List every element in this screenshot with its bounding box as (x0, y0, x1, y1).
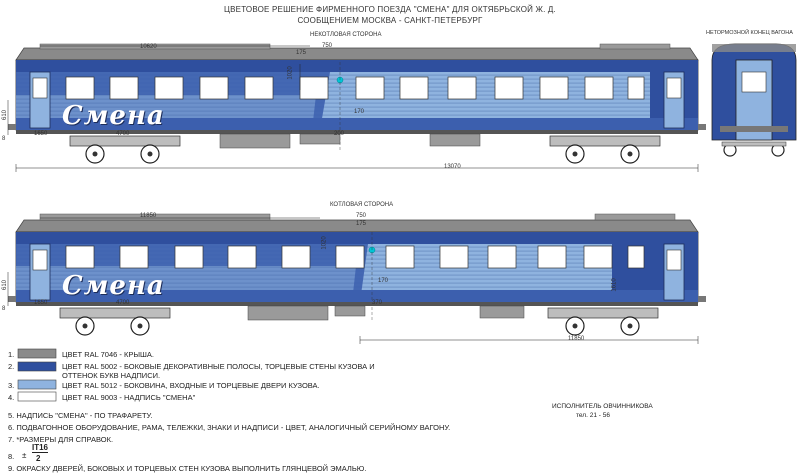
car-2-dim-1650: 1650 (34, 300, 48, 306)
car-2-dim-4700: 4700 (116, 300, 130, 306)
car-2 (7, 213, 706, 344)
legend-text-3: ЦВЕТ RAL 5012 - БОКОВИНА, ВХОДНЫЕ И ТОРЦ… (62, 381, 320, 390)
car-1-dim-1020: 1020 (287, 66, 294, 80)
car-1-dim-200: 200 (334, 131, 345, 137)
legend-swatch-2 (17, 361, 57, 372)
end-view-title: НЕТОРМОЗНОЙ КОНЕЦ ВАГОНА (706, 30, 793, 36)
car-1-windows (65, 76, 645, 100)
tolerance-denominator: 2 (36, 454, 41, 463)
car-1-dim-170: 170 (354, 109, 365, 115)
car-2-dim-total: 11850 (568, 336, 585, 342)
car-2-dim-1610: 1610 (611, 278, 618, 292)
car-2-dim-170: 170 (378, 278, 389, 284)
legend-num-3: 3. (8, 381, 15, 390)
legend-swatches (17, 348, 57, 402)
car-1-logo: Смена (62, 101, 165, 131)
legend-text-2: ЦВЕТ RAL 5002 - БОКОВЫЕ ДЕКОРАТИВНЫЕ ПОЛ… (62, 362, 375, 371)
car-1-dim-1650: 1650 (34, 131, 48, 137)
legend-swatch-4 (17, 391, 57, 402)
car-2-dim-610: 610 (2, 279, 9, 291)
tolerance-pm: ± (22, 451, 27, 460)
legend-text-1: ЦВЕТ RAL 7046 - КРЫША. (62, 350, 154, 359)
car-1-dim-4700: 4700 (116, 131, 130, 137)
car-1-dim-610: 610 (2, 109, 9, 121)
car-2-dim-750: 750 (356, 213, 367, 219)
legend-num-4: 4. (8, 393, 15, 402)
car-1-dim-total: 13070 (444, 164, 461, 170)
car-2-dim-175: 175 (356, 221, 367, 227)
executor-label: ИСПОЛНИТЕЛЬ ОВЧИННИКОВА (552, 403, 653, 410)
car-1-side-label: НЕКОТЛОВАЯ СТОРОНА (310, 32, 382, 38)
car-2-windows (65, 245, 645, 269)
legend-text-4: ЦВЕТ RAL 9003 - НАДПИСЬ "СМЕНА" (62, 393, 196, 402)
legend-swatch-3 (17, 379, 57, 390)
car-1-dim-8: 8 (2, 136, 6, 142)
legend-text-2b: ОТТЕНОК БУКВ НАДПИСИ. (62, 371, 161, 380)
note-7: 7. *РАЗМЕРЫ ДЛЯ СПРАВОК. (8, 435, 114, 444)
note-5: 5. НАДПИСЬ "СМЕНА" - ПО ТРАФАРЕТУ. (8, 411, 153, 420)
car-2-dim-1020: 1020 (321, 236, 328, 250)
end-view (711, 43, 797, 157)
car-2-dim-8: 8 (2, 306, 6, 312)
drawing-title-line1: ЦВЕТОВОЕ РЕШЕНИЕ ФИРМЕННОГО ПОЕЗДА "СМЕН… (224, 5, 556, 14)
legend-num-2: 2. (8, 362, 15, 371)
car-1-dim-750: 750 (322, 43, 333, 49)
car-1-dim-175: 175 (296, 50, 307, 56)
note-6: 6. ПОДВАГОННОЕ ОБОРУДОВАНИЕ, РАМА, ТЕЛЕЖ… (8, 423, 451, 432)
legend-num-1: 1. (8, 350, 15, 359)
car-1-dim-roof: 10620 (140, 44, 157, 50)
car-2-side-label: КОТЛОВАЯ СТОРОНА (330, 202, 394, 208)
drawing-title-line2: СООБЩЕНИЕМ МОСКВА - САНКТ-ПЕТЕРБУРГ (297, 16, 483, 25)
car-1 (7, 43, 706, 172)
executor-phone: тел. 21 - 56 (576, 412, 610, 419)
car-2-dim-roof: 11850 (140, 213, 157, 219)
legend-swatch-1 (17, 348, 57, 359)
car-2-logo: Смена (62, 271, 165, 301)
tolerance-numerator: IT16 (32, 443, 49, 453)
car-2-dim-370: 370 (372, 300, 383, 306)
note-8: 8. (8, 452, 15, 461)
note-9: 9. ОКРАСКУ ДВЕРЕЙ, БОКОВЫХ И ТОРЦЕВЫХ СТ… (8, 464, 367, 473)
